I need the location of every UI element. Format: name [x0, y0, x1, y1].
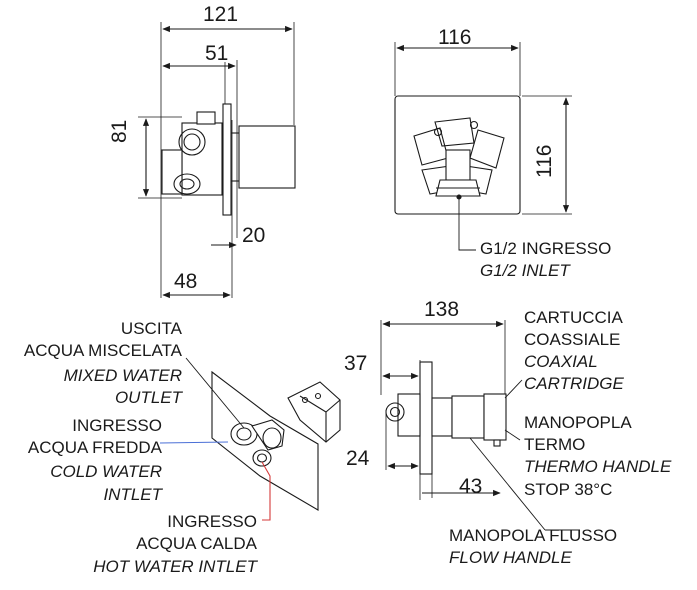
dim-43: 43 — [459, 475, 483, 498]
label-inlet-en: G1/2 INLET — [480, 261, 570, 280]
label-mixed-outlet-en-2: OUTLET — [114, 388, 182, 407]
label-flow-handle-en: FLOW HANDLE — [449, 548, 572, 567]
leader-inlet — [458, 197, 476, 251]
label-cold-inlet-it-1: INGRESSO — [72, 416, 162, 435]
dim-138: 138 — [424, 298, 460, 321]
label-cold-inlet-en-1: COLD WATER — [50, 462, 162, 481]
dim-37: 37 — [344, 352, 368, 375]
label-mixed-outlet-en-1: MIXED WATER — [63, 366, 182, 385]
dim-121: 121 — [203, 3, 239, 26]
front-view — [394, 42, 572, 251]
dim-48: 48 — [174, 270, 198, 293]
label-mixed-outlet-it-2: ACQUA MISCELATA — [23, 341, 182, 360]
dim-116-vertical: 116 — [533, 144, 556, 178]
label-thermo-handle-en-2: STOP 38°C — [524, 480, 613, 499]
label-flow-handle-it: MANOPOLA FLUSSO — [449, 526, 618, 545]
dim-24: 24 — [346, 447, 370, 470]
label-hot-inlet-it-1: INGRESSO — [167, 512, 257, 531]
dim-116-horizontal: 116 — [438, 26, 472, 49]
label-cold-inlet-en-2: INTLET — [103, 485, 162, 504]
dim-20: 20 — [242, 224, 266, 247]
installed-view — [380, 320, 580, 531]
label-cartridge-it-2: COASSIALE — [524, 330, 621, 349]
leader-mixed-outlet — [185, 357, 245, 429]
hot-inlet-fitting — [252, 449, 272, 467]
label-thermo-handle-it-1: MANOPOPLA — [524, 413, 632, 432]
label-cartridge-en-2: CARTRIDGE — [524, 374, 624, 393]
label-cold-inlet-it-2: ACQUA FREDDA — [27, 438, 162, 457]
leader-flow-handle — [469, 437, 546, 531]
label-mixed-outlet-it-1: USCITA — [120, 319, 182, 338]
leader-cold-inlet — [159, 441, 229, 444]
label-cartridge-it-1: CARTUCCIA — [524, 308, 623, 327]
label-thermo-handle-en-1: THERMO HANDLE — [524, 457, 672, 476]
leader-hot-inlet — [261, 461, 271, 521]
label-thermo-handle-it-2: TERMO — [524, 435, 586, 454]
dim-51: 51 — [205, 42, 229, 65]
dim-81: 81 — [108, 119, 131, 143]
label-hot-inlet-it-2: ACQUA CALDA — [136, 534, 257, 553]
perspective-view — [159, 357, 341, 521]
label-hot-inlet-en: HOT WATER INTLET — [93, 557, 257, 576]
label-inlet-it: G1/2 INGRESSO — [480, 239, 612, 258]
side-view — [138, 22, 296, 299]
label-cartridge-en-1: COAXIAL — [524, 352, 598, 371]
leader-thermo-handle — [504, 429, 521, 441]
leader-cartridge — [504, 379, 523, 399]
